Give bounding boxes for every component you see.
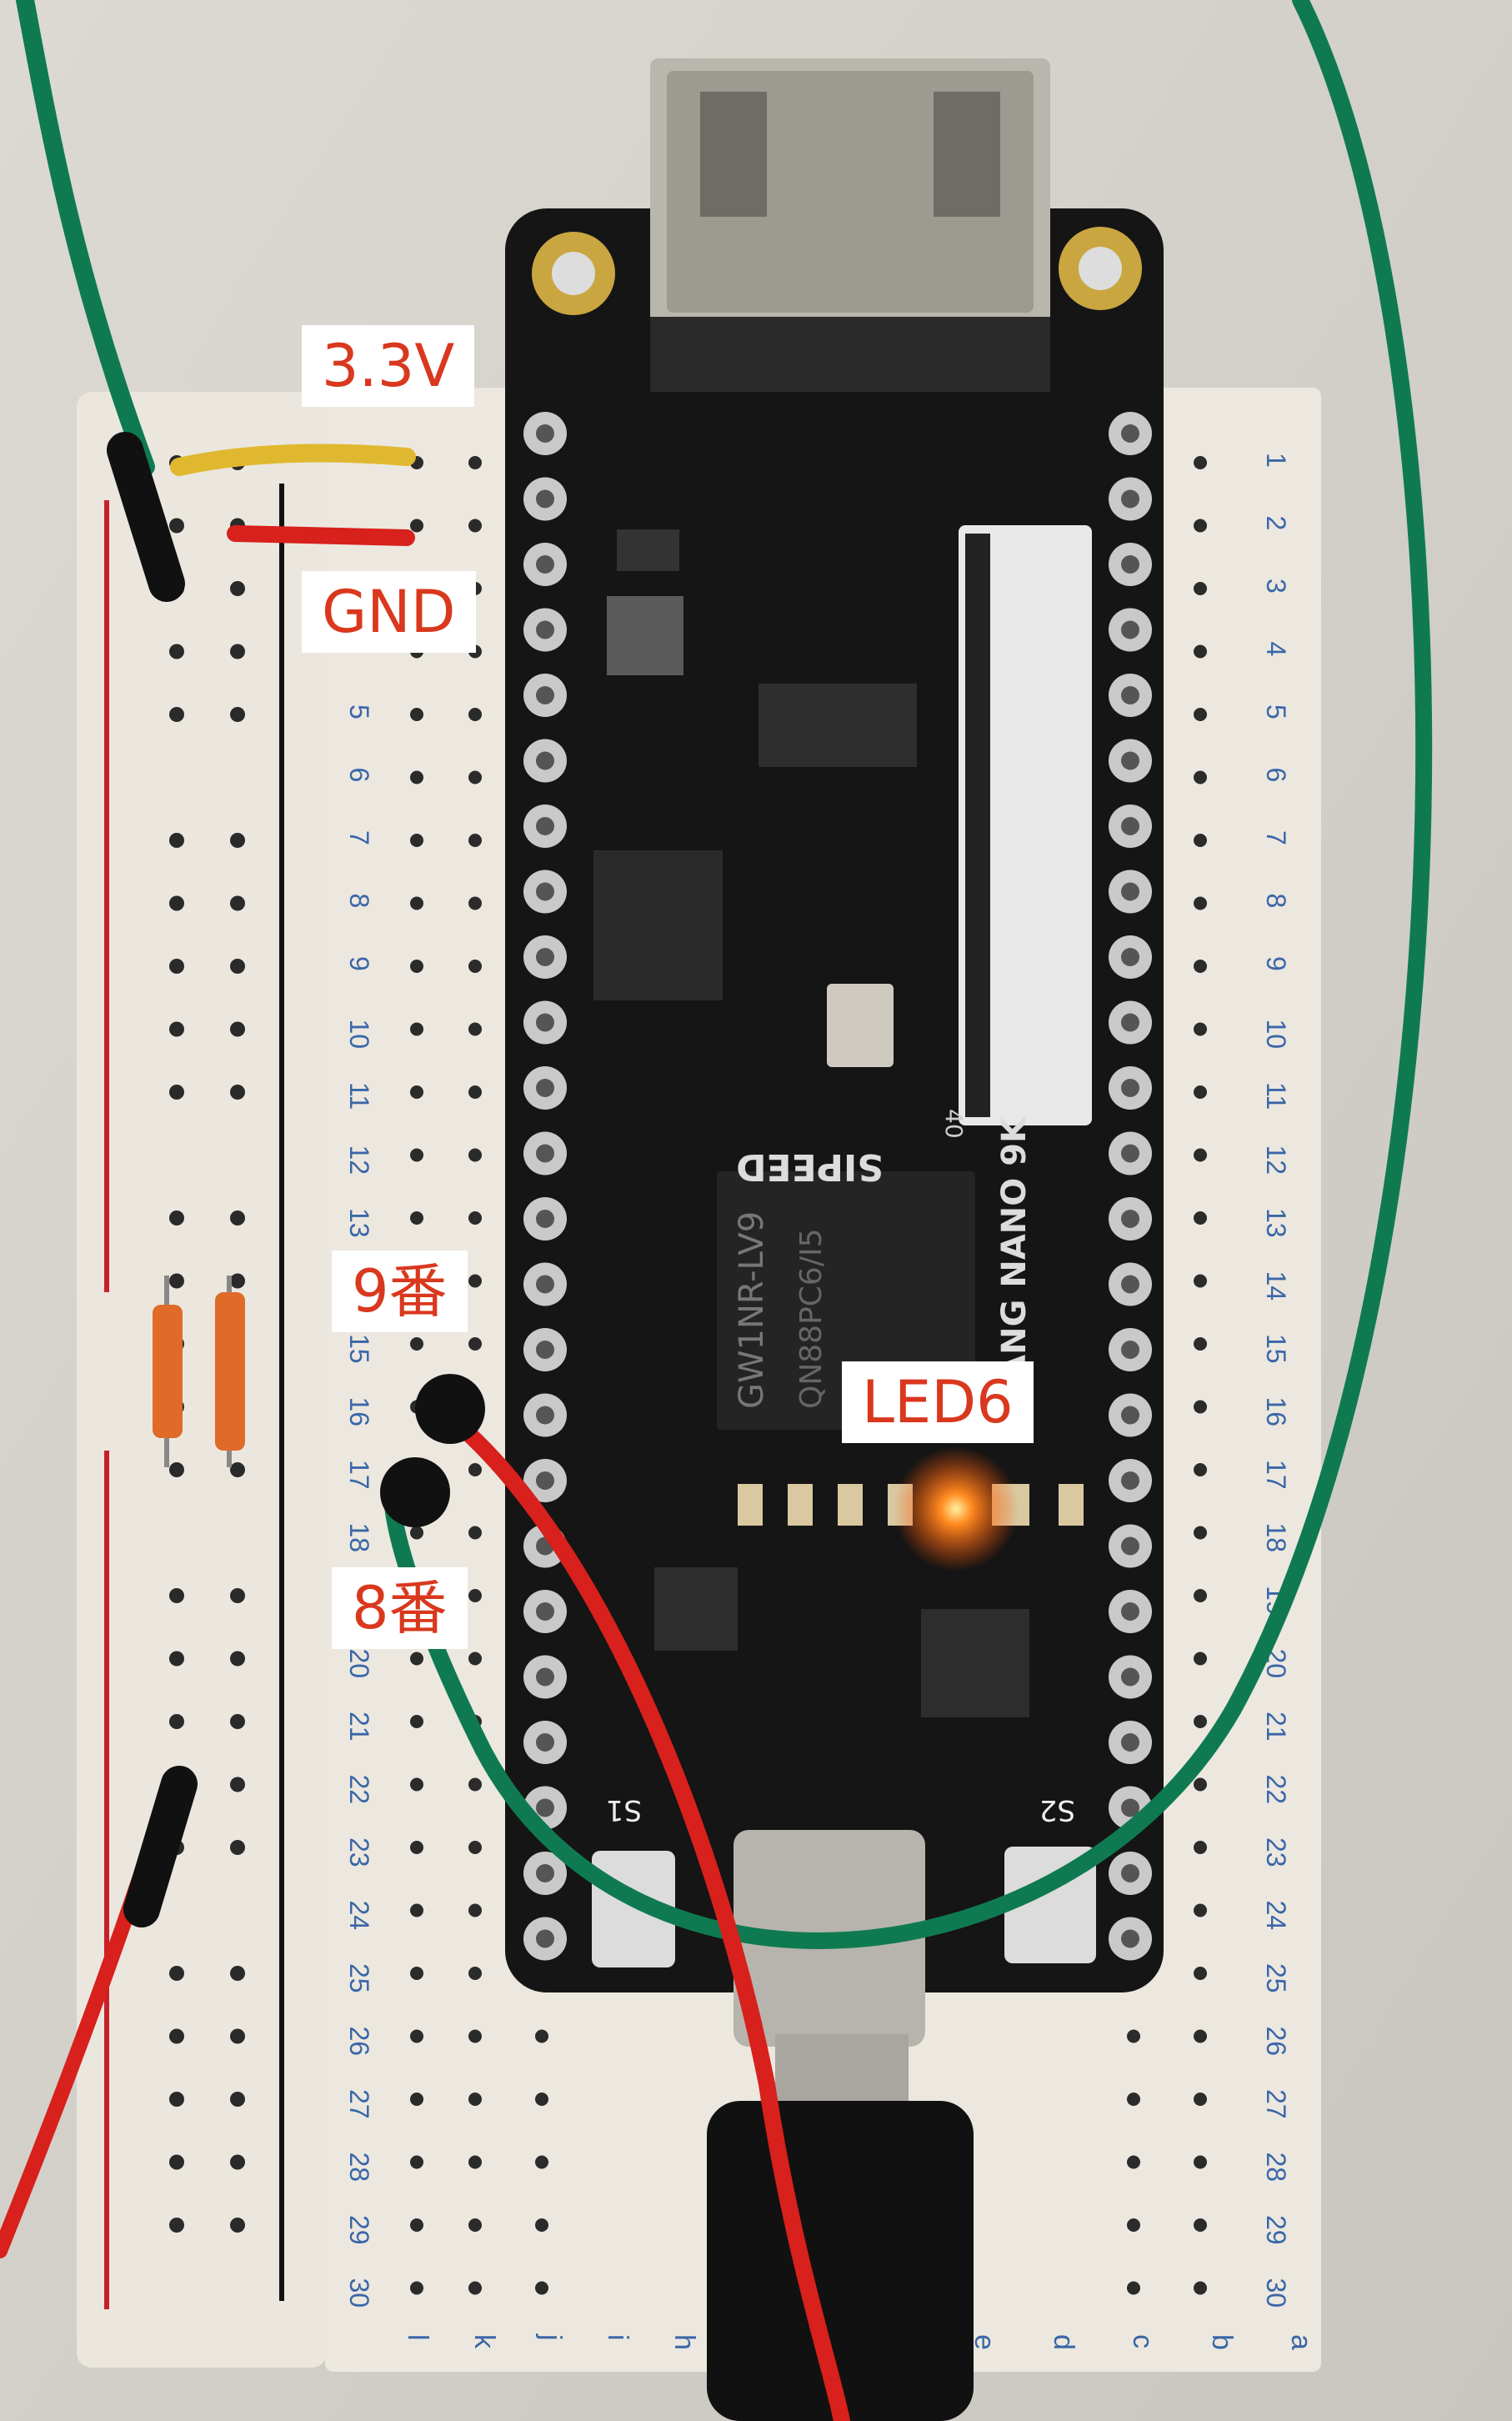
row-number-left: 28	[344, 2153, 374, 2183]
row-number-right: 13	[1261, 1208, 1291, 1238]
button-s2-label: S2	[1039, 1793, 1075, 1827]
row-number-right: 27	[1261, 2089, 1291, 2119]
row-number-right: 24	[1261, 1901, 1291, 1931]
column-letter-right: b	[1206, 2334, 1238, 2350]
row-number-right: 6	[1261, 768, 1291, 783]
row-number-left: 18	[344, 1523, 374, 1553]
row-number-left: 20	[344, 1649, 374, 1679]
column-letter-left: l	[402, 2334, 433, 2341]
row-number-right: 29	[1261, 2215, 1291, 2245]
green-loop-wire	[383, 0, 1433, 1949]
row-number-left: 9	[344, 956, 374, 971]
row-number-left: 22	[344, 1775, 374, 1805]
row-number-right: 23	[1261, 1837, 1291, 1867]
row-number-right: 8	[1261, 894, 1291, 909]
red-jumper	[227, 525, 415, 546]
column-letter-left: i	[602, 2334, 633, 2341]
connector-pin-label: 40	[940, 1109, 968, 1139]
row-number-right: 1	[1261, 453, 1291, 468]
breadboard-power-rail	[77, 392, 327, 2368]
label-led6: LED6	[842, 1361, 1034, 1443]
row-number-right: 14	[1261, 1271, 1291, 1301]
row-number-right: 16	[1261, 1397, 1291, 1427]
fpga-marking-2: QN88PC6/I5	[794, 1229, 829, 1409]
green-wire-top	[16, 0, 155, 476]
row-number-left: 21	[344, 1712, 374, 1742]
label-pin8: 8番	[332, 1567, 468, 1649]
row-number-left: 30	[344, 2278, 374, 2308]
crystal	[827, 984, 894, 1067]
row-number-left: 15	[344, 1334, 374, 1364]
fpga-marking: GW1NR-LV9	[733, 1211, 771, 1409]
row-number-right: 22	[1261, 1775, 1291, 1805]
row-number-right: 18	[1261, 1523, 1291, 1553]
row-number-right: 28	[1261, 2153, 1291, 2183]
label-pin9: 9番	[332, 1251, 468, 1332]
row-number-left: 10	[344, 1020, 374, 1050]
label-gnd: GND	[302, 571, 476, 653]
fpc-connector	[959, 525, 1092, 1125]
row-number-right: 15	[1261, 1334, 1291, 1364]
row-number-left: 17	[344, 1460, 374, 1490]
column-letter-right: d	[1048, 2334, 1079, 2350]
row-number-left: 6	[344, 768, 374, 783]
tang-nano-board: GW1NR-LV9 QN88PC6/I5 SIPEED TANG NANO 9K…	[505, 58, 1164, 2047]
row-number-left: 27	[344, 2089, 374, 2119]
row-number-right: 7	[1261, 830, 1291, 845]
row-number-left: 11	[344, 1082, 374, 1110]
row-number-left: 8	[344, 894, 374, 909]
brand-label: SIPEED	[736, 1145, 884, 1188]
row-number-right: 4	[1261, 642, 1291, 657]
model-label: TANG NANO 9K	[995, 1115, 1034, 1401]
row-number-left: 13	[344, 1208, 374, 1238]
row-number-right: 12	[1261, 1145, 1291, 1175]
row-number-right: 21	[1261, 1712, 1291, 1742]
row-number-left: 23	[344, 1837, 374, 1867]
resistors	[153, 1276, 245, 1467]
row-number-right: 10	[1261, 1020, 1291, 1050]
row-number-left: 29	[344, 2215, 374, 2245]
row-number-right: 11	[1261, 1082, 1291, 1110]
psram-chip	[593, 850, 723, 1000]
row-number-left: 26	[344, 2027, 374, 2057]
row-number-right: 26	[1261, 2027, 1291, 2057]
column-letter-right: c	[1127, 2334, 1159, 2348]
column-letter-right: e	[969, 2334, 1000, 2350]
label-3v3: 3.3V	[302, 325, 475, 407]
row-number-left: 16	[344, 1397, 374, 1427]
red-wire-pin9	[442, 1409, 850, 2421]
row-number-left: 25	[344, 1963, 374, 1993]
row-number-left: 12	[344, 1145, 374, 1175]
led6-glow	[894, 1446, 1019, 1571]
column-letter-left: h	[668, 2334, 700, 2350]
row-number-left: 24	[344, 1901, 374, 1931]
usb-cable	[707, 2034, 974, 2421]
column-letter-right: a	[1285, 2334, 1317, 2350]
row-number-right: 30	[1261, 2278, 1291, 2308]
row-number-right: 9	[1261, 956, 1291, 971]
row-number-right: 25	[1261, 1963, 1291, 1993]
row-number-left: 5	[344, 704, 374, 719]
row-number-right: 5	[1261, 704, 1291, 719]
column-letter-left: j	[535, 2333, 567, 2341]
row-number-right: 2	[1261, 516, 1291, 531]
button-s1-label: S1	[606, 1793, 642, 1827]
row-number-right: 3	[1261, 579, 1291, 594]
row-number-left: 7	[344, 830, 374, 845]
yellow-jumper	[170, 444, 416, 476]
row-number-right: 17	[1261, 1460, 1291, 1490]
hdmi-connector	[650, 58, 1050, 392]
wires	[0, 0, 1433, 2421]
column-letter-left: k	[468, 2334, 500, 2349]
